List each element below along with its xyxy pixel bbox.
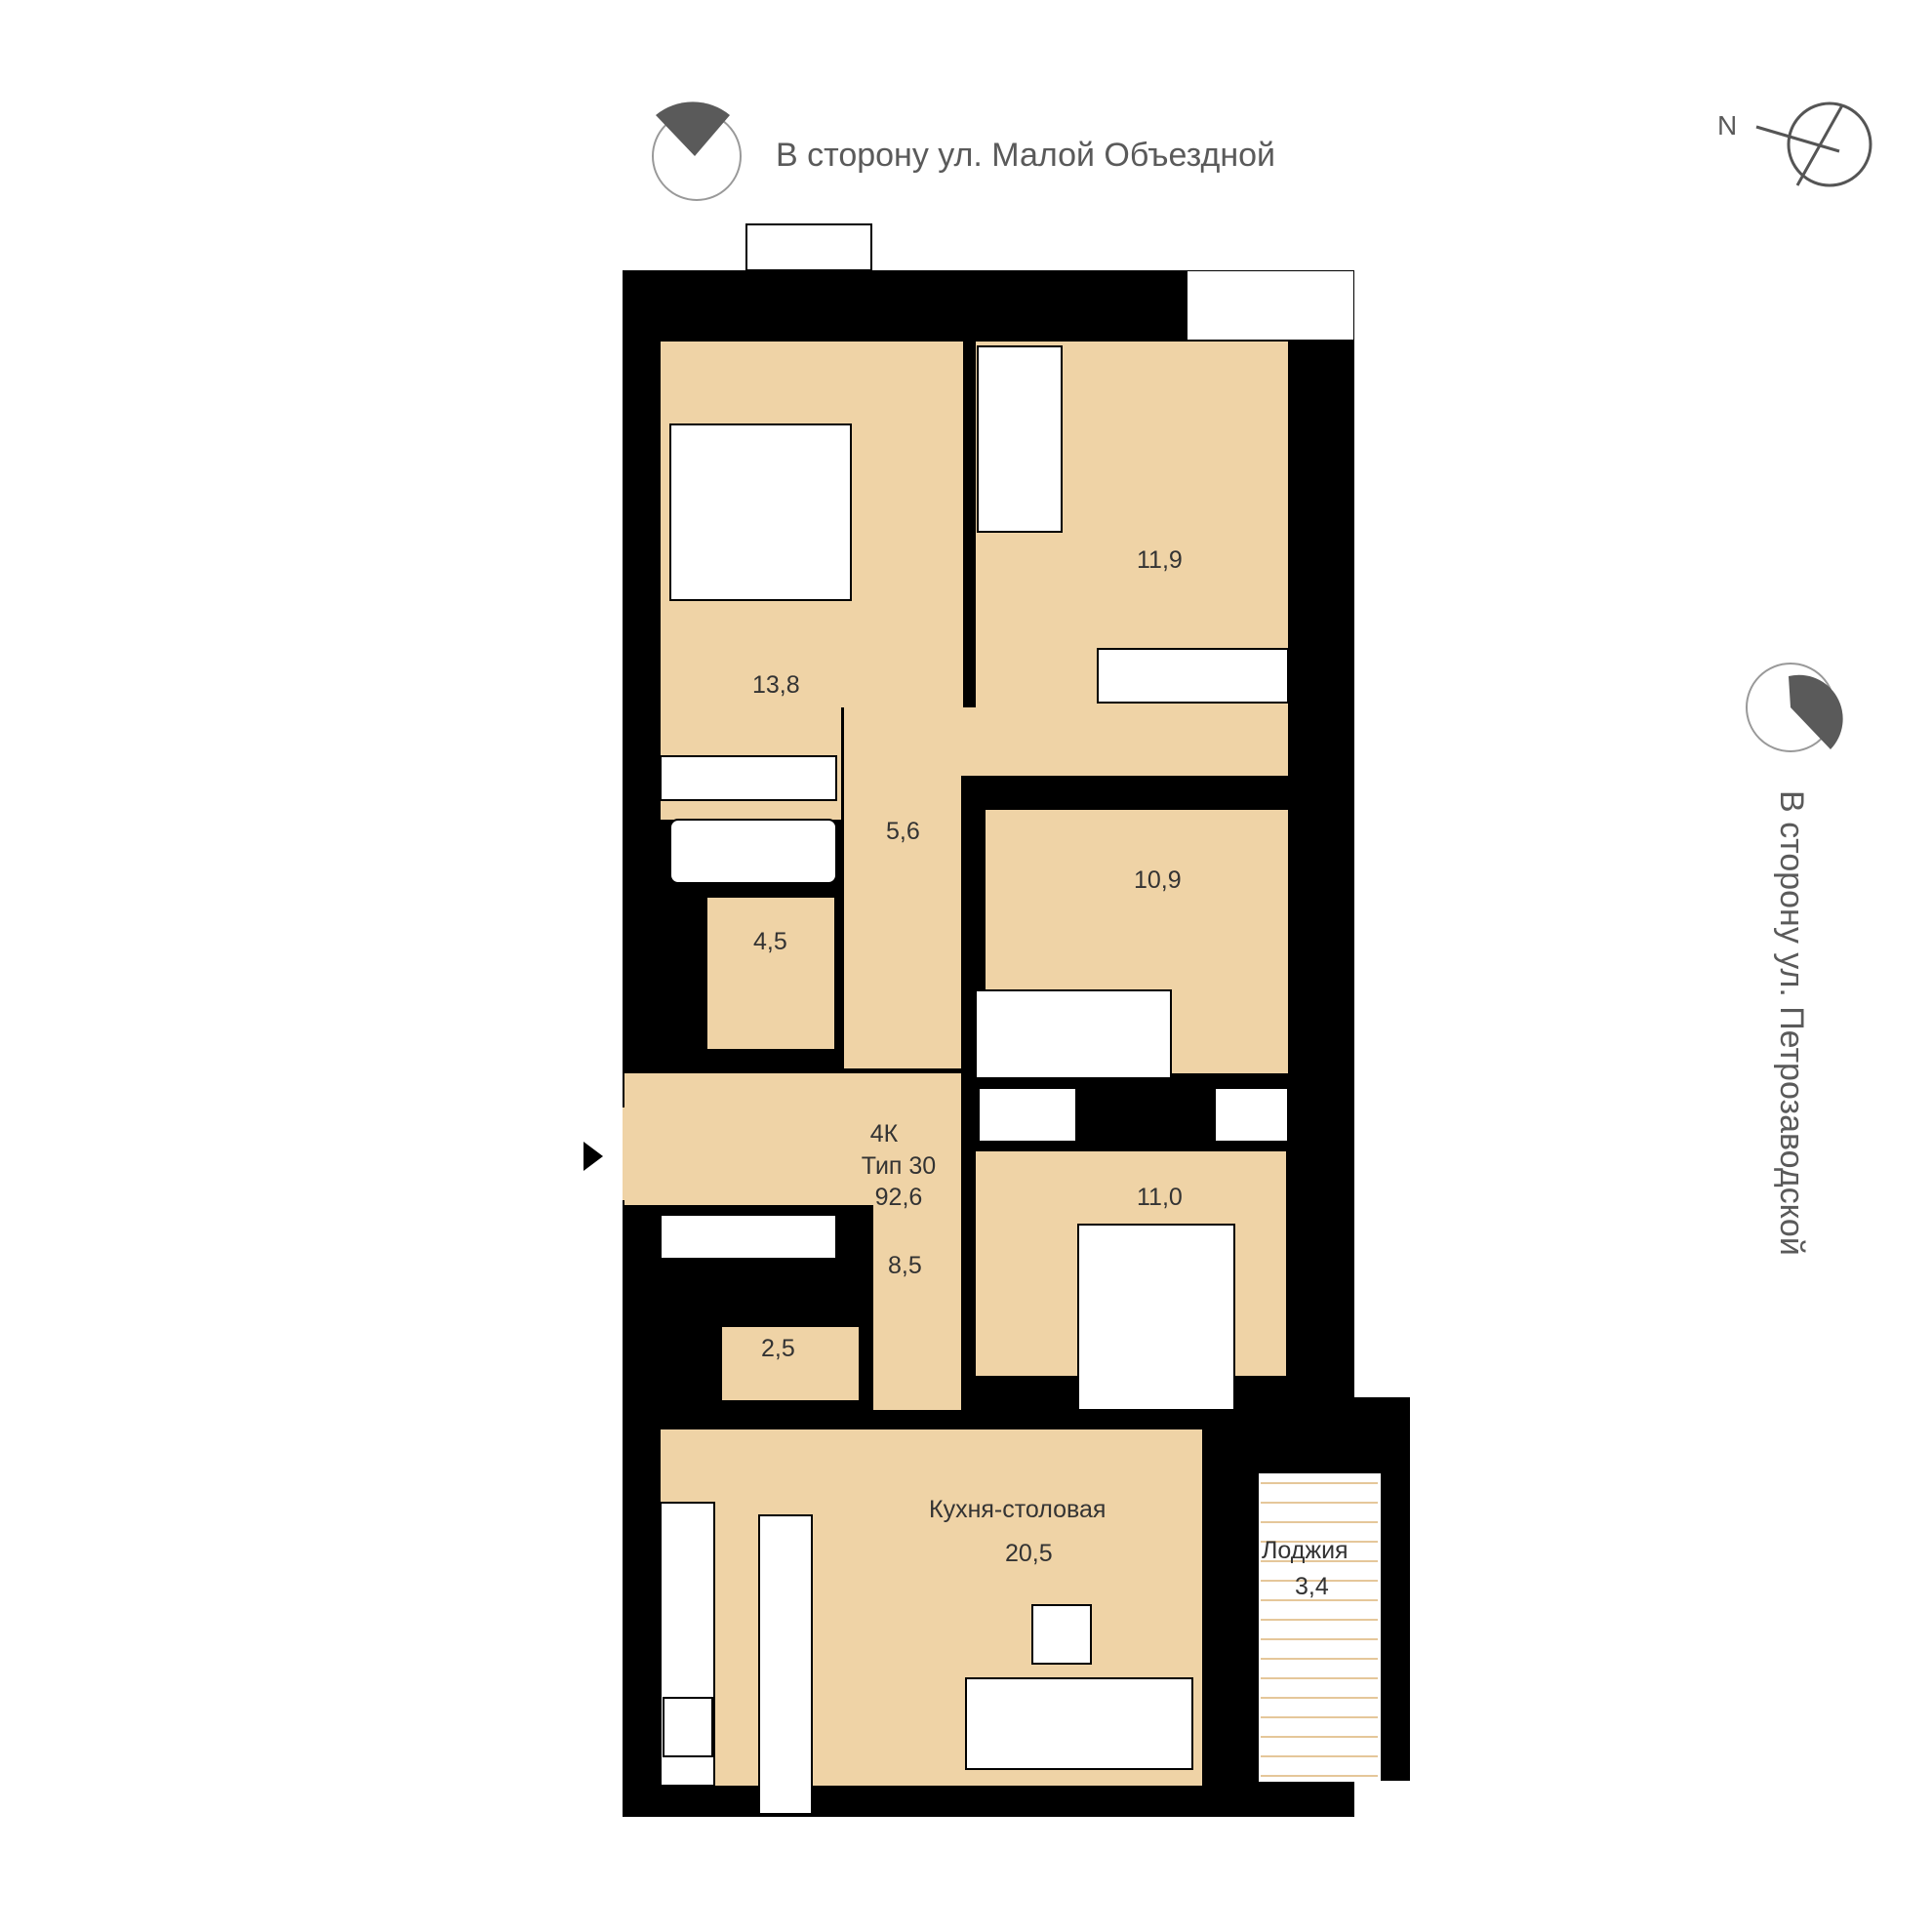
entrance-opening	[623, 1107, 662, 1200]
room-area-bedroom-1: 13,8	[752, 671, 800, 699]
sofa-icon	[965, 1677, 1193, 1770]
coffee-table-icon	[1031, 1604, 1092, 1665]
entrance-arrow-icon	[584, 1142, 603, 1171]
bed-icon	[975, 989, 1172, 1079]
apartment-rooms-code: 4К	[870, 1120, 899, 1147]
room-area-bedroom-4: 11,0	[1137, 1184, 1183, 1211]
room-area-hall-1: 5,6	[886, 818, 920, 845]
bathtub-icon	[669, 819, 837, 884]
furniture	[660, 345, 1235, 1815]
room-area-wc: 2,5	[761, 1335, 795, 1362]
room-area-bathroom: 4,5	[753, 928, 787, 955]
stove-icon	[663, 1697, 713, 1757]
direction-label-top: В сторону ул. Малой Объездной	[776, 137, 1275, 174]
apartment-total-area: 92,6	[875, 1184, 923, 1211]
loggia-area: 3,4	[1295, 1573, 1329, 1600]
view-direction-icon-right	[1746, 663, 1843, 752]
kitchen-name: Кухня-столовая	[929, 1496, 1106, 1523]
kitchen-area: 20,5	[1005, 1540, 1053, 1567]
room-area-bedroom-2: 11,9	[1137, 546, 1183, 574]
wardrobes	[660, 648, 1289, 1260]
room-area-bedroom-3: 10,9	[1134, 866, 1182, 894]
apartment-type: Тип 30	[862, 1152, 936, 1180]
bed-icon	[977, 345, 1063, 533]
loggia-name: Лоджия	[1262, 1537, 1348, 1564]
room-labels: 13,8 11,9 5,6 10,9 4,5 4К Тип 30 92,6 11…	[752, 546, 1348, 1600]
bed-icon	[1077, 1224, 1235, 1411]
view-direction-icon-top	[652, 101, 742, 201]
loggia	[1259, 1473, 1381, 1782]
table-icon	[758, 1514, 813, 1815]
compass-north-label: N	[1717, 110, 1738, 141]
room-area-hall-2: 8,5	[888, 1252, 922, 1279]
bed-icon	[669, 423, 852, 601]
compass-icon	[1755, 101, 1872, 187]
